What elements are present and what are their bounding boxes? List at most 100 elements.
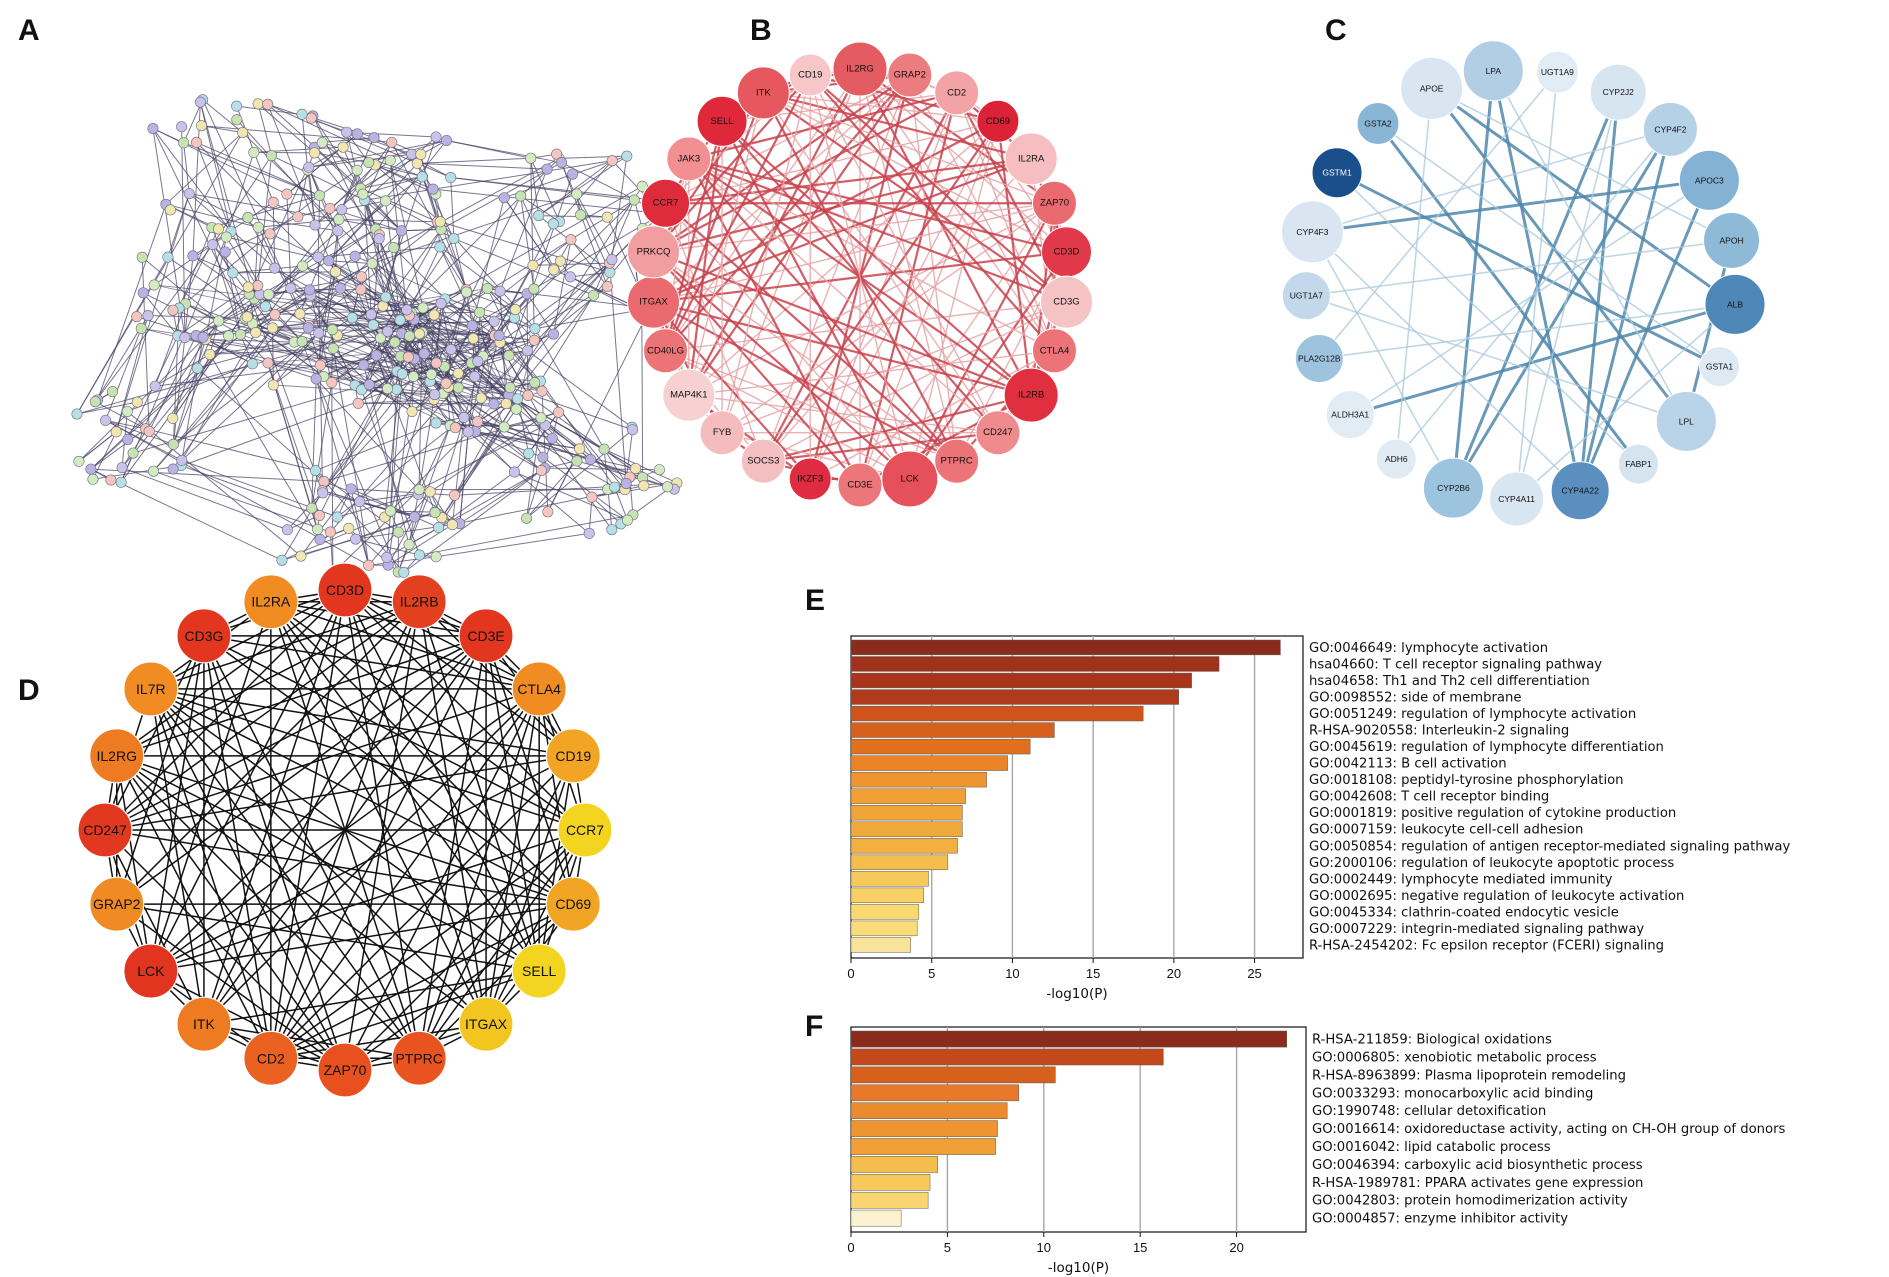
network-a-node [493,330,505,342]
bar [850,689,1179,705]
network-a-edge [141,257,150,432]
network-a-edge [494,265,534,336]
network-a-node [296,108,308,120]
network-a-edge [257,155,273,286]
network-a-edge [173,332,320,445]
network-a-node [565,234,577,246]
network-a-node [269,262,281,274]
network-a-edge [444,366,456,428]
network-d-edge [270,601,487,637]
category-label: hsa04658: Th1 and Th2 cell differentiati… [1309,674,1590,689]
network-c-edge [1311,231,1455,489]
network-a-edge [252,323,435,396]
network-d-node-circle [123,661,179,717]
network-b-node: CD3E [837,462,883,508]
network-b-node-circle [696,95,748,147]
network-c-edge [1451,70,1495,489]
network-b-edge [688,158,999,434]
network-d-node-circle [89,876,145,932]
network-a-edge [240,263,373,335]
network-a-node [308,147,320,159]
category-label: GO:0018108: peptidyl-tyrosine phosphoryl… [1309,773,1624,788]
network-a-edge [319,365,324,491]
network-a-node [386,136,398,148]
network-a-edge [255,265,304,333]
network-a-node [292,211,304,223]
network-c-node-circle [1325,390,1375,440]
network-a-edge [538,160,613,216]
network-d-node-label: IL7R [136,681,166,697]
network-a-edge [487,287,528,295]
network-a-node [250,326,262,338]
network-b-node-label: MAP4K1 [670,390,708,401]
network-a-edge [538,215,608,218]
network-a-node [314,189,326,201]
network-c-node: APOE [1400,56,1464,120]
category-label: GO:1990748: cellular detoxification [1312,1104,1546,1119]
network-b-edge [652,251,911,480]
network-d-node-label: ITK [193,1016,215,1032]
network-a-node [434,241,446,253]
network-a-node [416,171,428,183]
network-a-edge [364,199,402,232]
bar [850,887,924,904]
network-a-edge [152,127,288,195]
network-a-node [449,422,461,434]
network-a-node [515,190,527,202]
network-b-edge [763,92,1067,253]
x-tick-label: 15 [1086,966,1100,981]
network-d-edge [270,601,540,690]
network-c-node-label: CYP4F2 [1654,124,1686,134]
network-a-edge [382,229,442,307]
network-a-node [167,304,179,316]
network-b-node-circle [699,410,745,456]
bar [850,854,949,870]
network-a-edge [551,437,578,462]
network-a-edge [411,397,482,412]
network-d-edge [270,829,586,1059]
network-a-edge [434,356,484,513]
network-a-edge [197,341,295,369]
network-b-node-label: FYB [713,427,731,438]
network-a-node [219,246,231,258]
network-b-edge [664,92,765,352]
network-d-edge [344,829,586,1071]
network-d-node-label: ITGAX [465,1016,508,1032]
network-a-node [356,271,368,283]
network-c-node-circle [1375,438,1417,480]
network-a-node [191,136,203,148]
bar [850,1174,931,1191]
network-c-edge [1336,172,1640,465]
network-a-edge [363,364,410,545]
network-a-edge [459,467,545,525]
network-a-edge [609,156,628,273]
network-d-edge [538,755,574,972]
network-a-node [449,489,461,501]
network-a-edge [127,411,302,557]
network-a-edge [441,426,505,518]
network-b-node-circle [837,462,883,508]
network-a-node [527,259,539,271]
network-d-node-label: CD2 [257,1050,285,1066]
network-a-node [546,432,558,444]
network-a-node [500,398,512,410]
network-a-edge [520,195,555,269]
network-d-edge [104,829,205,1025]
network-a-node [227,267,239,279]
network-d-edge [485,635,540,972]
network-c-edge [1349,302,1736,417]
network-b-node: IKZF3 [788,457,832,501]
network-d-edge [270,601,574,905]
network-a-edge [297,207,331,218]
network-b-node-label: CD3E [847,480,872,491]
network-b-node: ZAP70 [1031,180,1077,226]
network-a-edge [527,395,643,478]
network-a-edge [310,295,333,383]
network-c-node-circle [1311,147,1363,199]
network-a-node [223,330,235,342]
category-label: hsa04660: T cell receptor signaling path… [1309,657,1602,672]
bar [850,1030,1287,1048]
network-a-string-ppi [71,94,683,579]
network-a-node [434,216,446,228]
network-d-node-label: IL2RB [400,594,439,610]
